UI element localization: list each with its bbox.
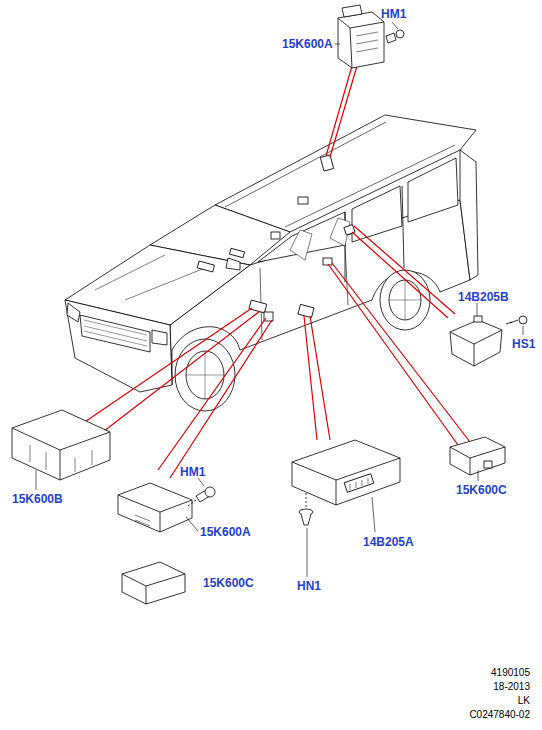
reference-number: LK [518, 696, 530, 706]
part-number: 14B205B [458, 291, 509, 303]
control-module [292, 440, 400, 505]
part-number: 14B205A [363, 536, 414, 548]
control-module [12, 410, 110, 480]
control-module [122, 562, 185, 604]
location-leader [70, 66, 470, 478]
reference-number: C0247840-02 [469, 710, 530, 720]
screw [386, 30, 404, 43]
part-number: HM1 [381, 8, 406, 20]
vehicle-body [65, 115, 478, 411]
part-number: HN1 [297, 580, 321, 592]
part-number: 15K600C [203, 577, 254, 589]
control-module [450, 437, 505, 475]
part-number: HM1 [180, 466, 205, 478]
callout-leader [36, 22, 523, 577]
control-module [118, 483, 192, 532]
part-number: 15K600A [282, 38, 333, 50]
reference-number: 18-2013 [493, 682, 530, 692]
part-number: 15K600C [456, 484, 507, 496]
control-module [338, 5, 384, 68]
module-location [197, 155, 355, 321]
part-number: HS1 [512, 338, 535, 350]
screw [188, 487, 215, 506]
clip-fastener [299, 493, 313, 525]
part-number: 15K600B [12, 493, 63, 505]
part-number: 15K600A [200, 526, 251, 538]
control-module [450, 316, 502, 366]
screw [506, 316, 527, 324]
reference-number: 4190105 [491, 668, 530, 678]
